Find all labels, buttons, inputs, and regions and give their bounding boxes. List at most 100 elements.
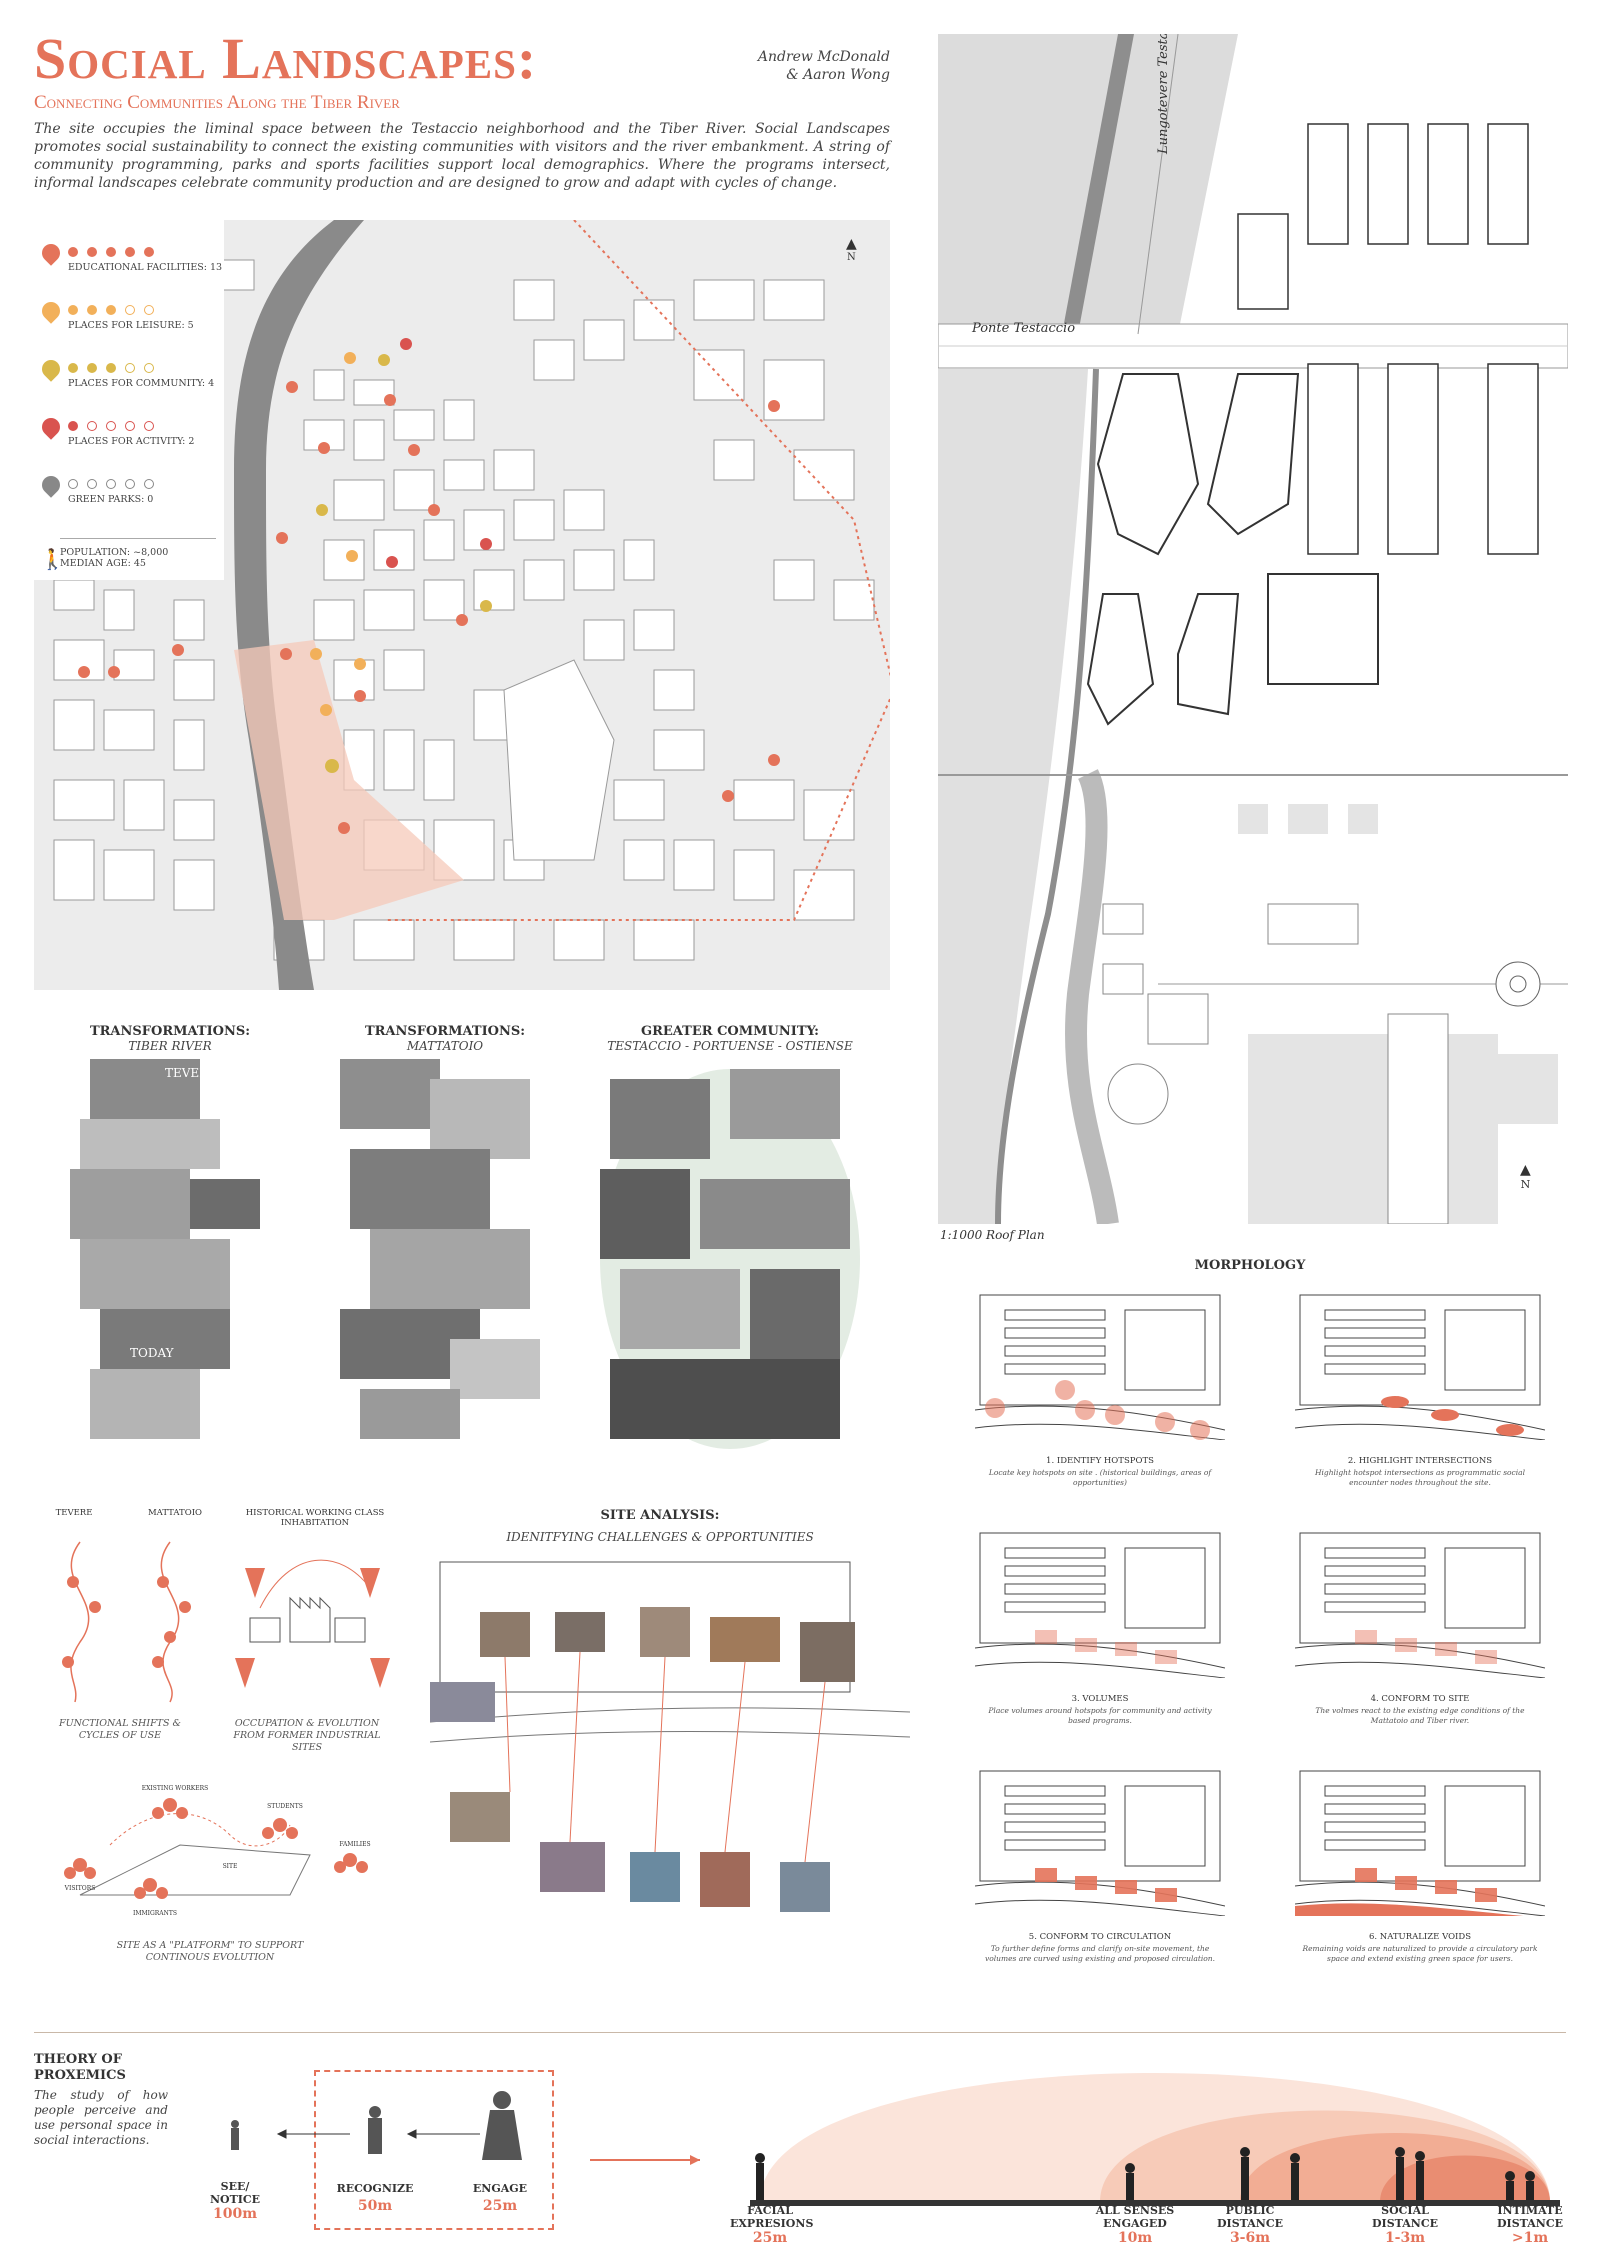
diagram-tevere-label: TEVERE xyxy=(55,1508,93,1518)
median-age-label: Median Age: 45 xyxy=(60,558,146,569)
legend-item: Places for Activity: 2 xyxy=(38,414,224,474)
intro-text: The site occupies the liminal space betw… xyxy=(34,121,890,191)
diagram-flow-svg xyxy=(62,1541,191,1703)
site-map: Educational Facilities: 13 Places for Lei… xyxy=(34,220,890,990)
person-icon: 🚶 xyxy=(40,547,65,571)
legend-dots xyxy=(62,242,224,258)
legend-dot-filled xyxy=(68,305,78,315)
legend-pin-icon xyxy=(38,298,64,324)
legend-dot-filled xyxy=(87,247,97,257)
tag-tevere: TEVERE xyxy=(165,1066,217,1080)
distance-value: >1m xyxy=(1511,2230,1549,2246)
map-north-arrow: ▲ N xyxy=(846,236,857,263)
morphology-grid: 1. Identify HotspotsLocate key hotspots … xyxy=(960,1290,1580,1990)
caption-occupation: Occupation & evolution from former indus… xyxy=(233,1718,381,1753)
collage-community-title: Greater Community: xyxy=(640,1024,819,1039)
legend-dot-filled xyxy=(106,363,116,373)
site-analysis-svg xyxy=(429,1561,911,1912)
distance-label: All Senses Engaged xyxy=(1095,2204,1175,2230)
legend-demographics: 🚶 Population: ~8,000 Median Age: 45 xyxy=(34,539,224,571)
legend-dots xyxy=(62,358,224,374)
distance-item: Facial Expresions25m xyxy=(730,2204,813,2246)
morphology-diagram xyxy=(1294,1770,1546,1924)
legend-dot-empty xyxy=(106,421,116,431)
morphology-step-title: 6. Naturalize Voids xyxy=(1368,1932,1472,1942)
legend-dot-empty xyxy=(87,421,97,431)
legend-dot-empty xyxy=(68,479,78,489)
legend-item-label: Places for Community: 4 xyxy=(68,378,215,389)
legend-dot-empty xyxy=(144,421,154,431)
stage-recognize-label: Recognize xyxy=(336,2182,414,2195)
morphology-step: 1. Identify HotspotsLocate key hotspots … xyxy=(960,1290,1240,1520)
map-buildings xyxy=(53,239,875,961)
diagram-platform-svg xyxy=(64,1798,368,1899)
site-highlight xyxy=(234,640,464,920)
collage-mattatoio: Transformations: Mattatoio xyxy=(330,1024,560,1464)
distance-item: All Senses Engaged10m xyxy=(1095,2204,1175,2246)
proxemics-divider xyxy=(34,2032,1566,2033)
proxemics-stages: See/ Notice 100m Recognize 50m Engage 25… xyxy=(190,2070,570,2240)
distance-label: Public Distance xyxy=(1217,2204,1283,2230)
collage-community-art xyxy=(600,1069,860,1449)
legend-item: Green Parks: 0 xyxy=(38,472,224,532)
legend-item-label: Places for Activity: 2 xyxy=(68,436,195,447)
diagram-industrial: HISTORICAL WORKING CLASS INHABITATION xyxy=(230,1508,400,1708)
group-immigrants: IMMIGRANTS xyxy=(132,1910,178,1917)
stage-notice-label: See/ Notice xyxy=(209,2180,261,2206)
caption-functional-shifts: Functional shifts & cycles of use xyxy=(58,1718,181,1741)
proxemics-stages-svg xyxy=(231,2091,522,2160)
legend-dot-filled xyxy=(106,247,116,257)
collage-mattatoio-title: Transformations: xyxy=(364,1024,526,1039)
legend-dot-empty xyxy=(144,479,154,489)
morphology-step-title: 2. Highlight Intersections xyxy=(1347,1456,1493,1466)
morphology-title: Morphology xyxy=(1194,1258,1306,1273)
morphology-step-desc: Locate key hotspots on site . (historica… xyxy=(988,1468,1212,1487)
site-analysis-sub: Idenitfying Challenges & Opportunities xyxy=(506,1530,814,1544)
legend-item-label: Educational Facilities: 13 xyxy=(68,262,223,273)
distance-item: Public Distance3-6m xyxy=(1210,2204,1290,2246)
population-label: Population: ~8,000 xyxy=(60,547,169,558)
legend-item: Places for Community: 4 xyxy=(38,356,224,416)
site-map-svg xyxy=(34,220,890,990)
historical-label: HISTORICAL WORKING CLASS INHABITATION xyxy=(245,1508,385,1528)
legend-item-label: Places for Leisure: 5 xyxy=(68,320,194,331)
proxemics-distances-svg xyxy=(750,2073,1560,2206)
roof-north-label: N xyxy=(1520,1178,1531,1191)
legend-dot-empty xyxy=(87,479,97,489)
author-2: & Aaron Wong xyxy=(786,67,890,83)
group-site: SITE xyxy=(222,1863,238,1870)
roof-north-arrow-icon: ▲ xyxy=(1520,1162,1531,1178)
morphology-step: 3. VolumesPlace volumes around hotspots … xyxy=(960,1528,1240,1758)
morphology-step-title: 3. Volumes xyxy=(1071,1694,1129,1704)
collage-tiber-title: Transformations: xyxy=(89,1024,251,1039)
stage-notice-value: 100m xyxy=(212,2206,258,2222)
legend-dots xyxy=(62,416,224,432)
legend-dot-empty xyxy=(144,305,154,315)
map-north-label: N xyxy=(847,252,856,263)
morphology-diagram xyxy=(974,1294,1226,1441)
legend-dot-empty xyxy=(125,363,135,373)
street-label-ponte: Ponte Testaccio xyxy=(972,321,1076,336)
legend-dot-filled xyxy=(68,421,78,431)
distance-label: Social Distance xyxy=(1372,2204,1438,2230)
distance-label: Intimate Distance xyxy=(1497,2204,1563,2230)
poster-title: Social Landscapes: xyxy=(34,26,538,91)
distance-value: 25m xyxy=(752,2230,788,2246)
morphology-step-desc: Place volumes around hotspots for commun… xyxy=(988,1706,1212,1725)
group-families: FAMILIES xyxy=(339,1841,371,1848)
morphology-step-desc: To further define forms and clarify on-s… xyxy=(985,1944,1215,1963)
distance-value: 1-3m xyxy=(1384,2230,1426,2246)
site-analysis-title: Site Analysis: xyxy=(600,1508,720,1523)
morphology-diagram xyxy=(1294,1532,1546,1679)
proxemics-distances: Facial Expresions25m All Senses Engaged10… xyxy=(720,2040,1570,2260)
morphology-step-desc: Remaining voids are naturalized to provi… xyxy=(1302,1944,1538,1963)
stage-engage-label: Engage xyxy=(472,2182,528,2195)
neighborhood-boundary xyxy=(384,220,890,921)
author-1: Andrew McDonald xyxy=(757,49,890,65)
group-visitors: VISITORS xyxy=(64,1885,96,1892)
legend-dot-empty xyxy=(125,305,135,315)
legend-pin-icon xyxy=(38,240,64,266)
distance-item: Social Distance1-3m xyxy=(1365,2204,1445,2246)
collage-tiber-sub: Tiber River xyxy=(128,1039,212,1053)
collage-mattatoio-sub: Mattatoio xyxy=(406,1039,484,1053)
